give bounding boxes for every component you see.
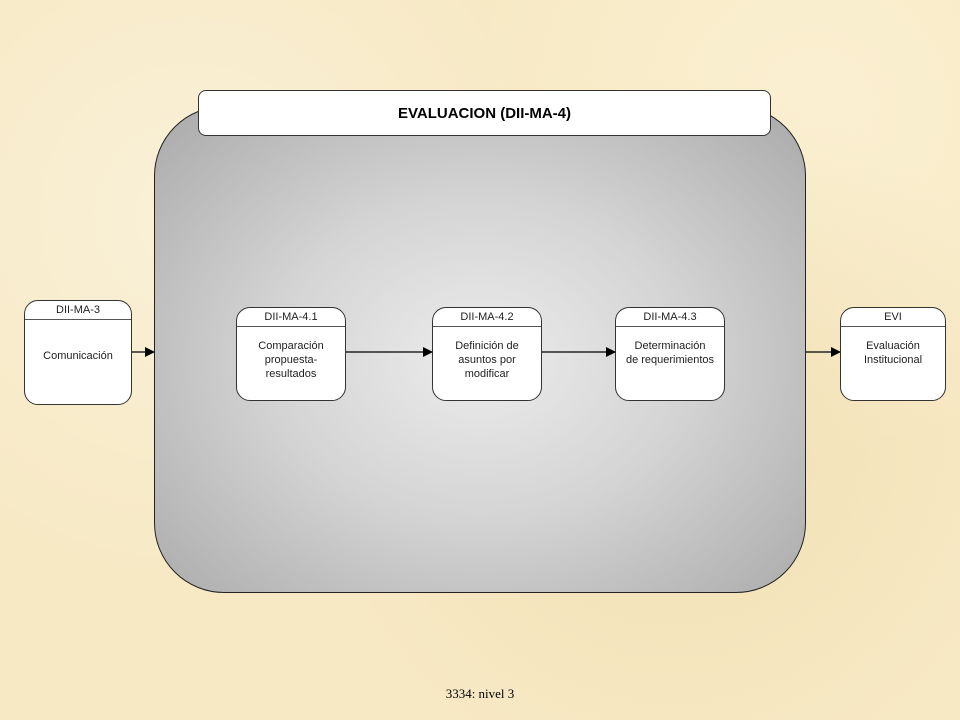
- node-label: Definición de asuntos por modificar: [455, 340, 519, 380]
- node-label: Comunicación: [43, 350, 113, 362]
- node-id: DII-MA-4.3: [616, 308, 724, 327]
- node-id: EVI: [841, 308, 945, 327]
- process-title: EVALUACION (DII-MA-4): [198, 90, 771, 136]
- node-label: Determinación de requerimientos: [625, 340, 715, 366]
- node-dii-ma-4-3[interactable]: DII-MA-4.3 Determinación de requerimient…: [615, 307, 725, 401]
- node-label: Evaluación Institucional: [863, 340, 923, 366]
- footer-caption: 3334: nivel 3: [445, 686, 515, 701]
- node-id: DII-MA-4.1: [237, 308, 345, 327]
- node-id: DII-MA-3: [25, 301, 131, 320]
- node-dii-ma-4-1[interactable]: DII-MA-4.1 Comparación propuesta- result…: [236, 307, 346, 401]
- node-label: Comparación propuesta- resultados: [258, 340, 324, 380]
- node-dii-ma-3[interactable]: DII-MA-3 Comunicación: [24, 300, 132, 405]
- node-id: DII-MA-4.2: [433, 308, 541, 327]
- process-title-text: EVALUACION (DII-MA-4): [397, 104, 572, 122]
- node-evi[interactable]: EVI Evaluación Institucional: [840, 307, 946, 401]
- node-dii-ma-4-2[interactable]: DII-MA-4.2 Definición de asuntos por mod…: [432, 307, 542, 401]
